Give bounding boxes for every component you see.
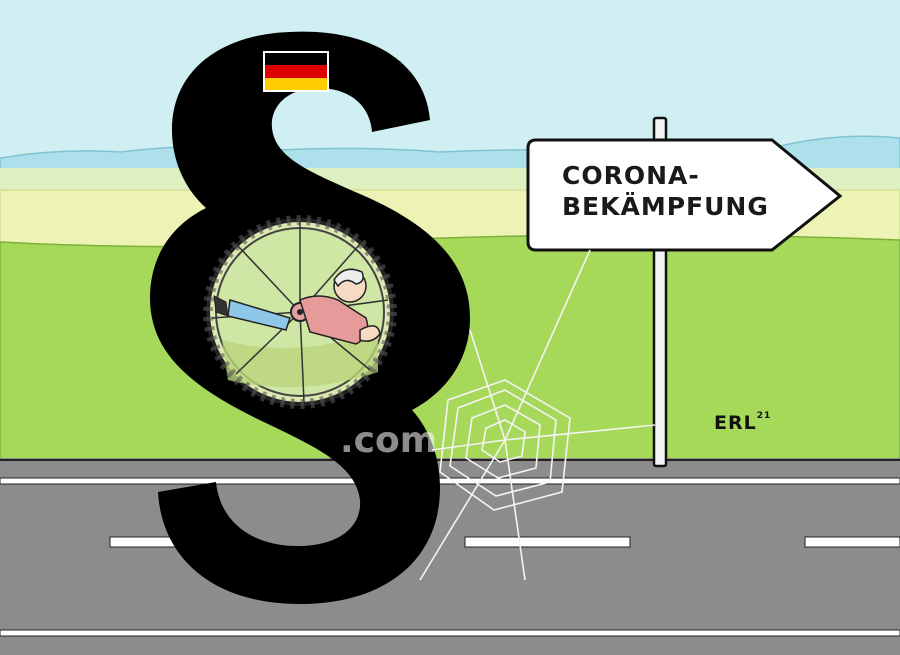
sign-line-2: BEKÄMPFUNG <box>562 192 769 221</box>
sign-line-1: CORONA- <box>562 161 700 190</box>
direction-sign <box>526 138 843 252</box>
road <box>0 458 900 655</box>
lane-dash <box>804 536 900 548</box>
signature-year: 21 <box>756 411 772 421</box>
sign-text: CORONA- BEKÄMPFUNG <box>562 160 769 222</box>
spider-web <box>419 249 656 581</box>
signature-name: ERL <box>714 412 757 434</box>
german-flag <box>263 51 329 92</box>
watermark: .com <box>340 420 438 461</box>
road-shoulder-line <box>0 477 900 485</box>
road-bottom-line <box>0 629 900 637</box>
running-figure <box>213 268 381 345</box>
lane-dash <box>464 536 631 548</box>
lane-dash <box>109 536 181 548</box>
hamster-wheel <box>203 215 397 409</box>
sky <box>0 0 900 160</box>
artist-signature: ERL21 <box>714 411 772 434</box>
